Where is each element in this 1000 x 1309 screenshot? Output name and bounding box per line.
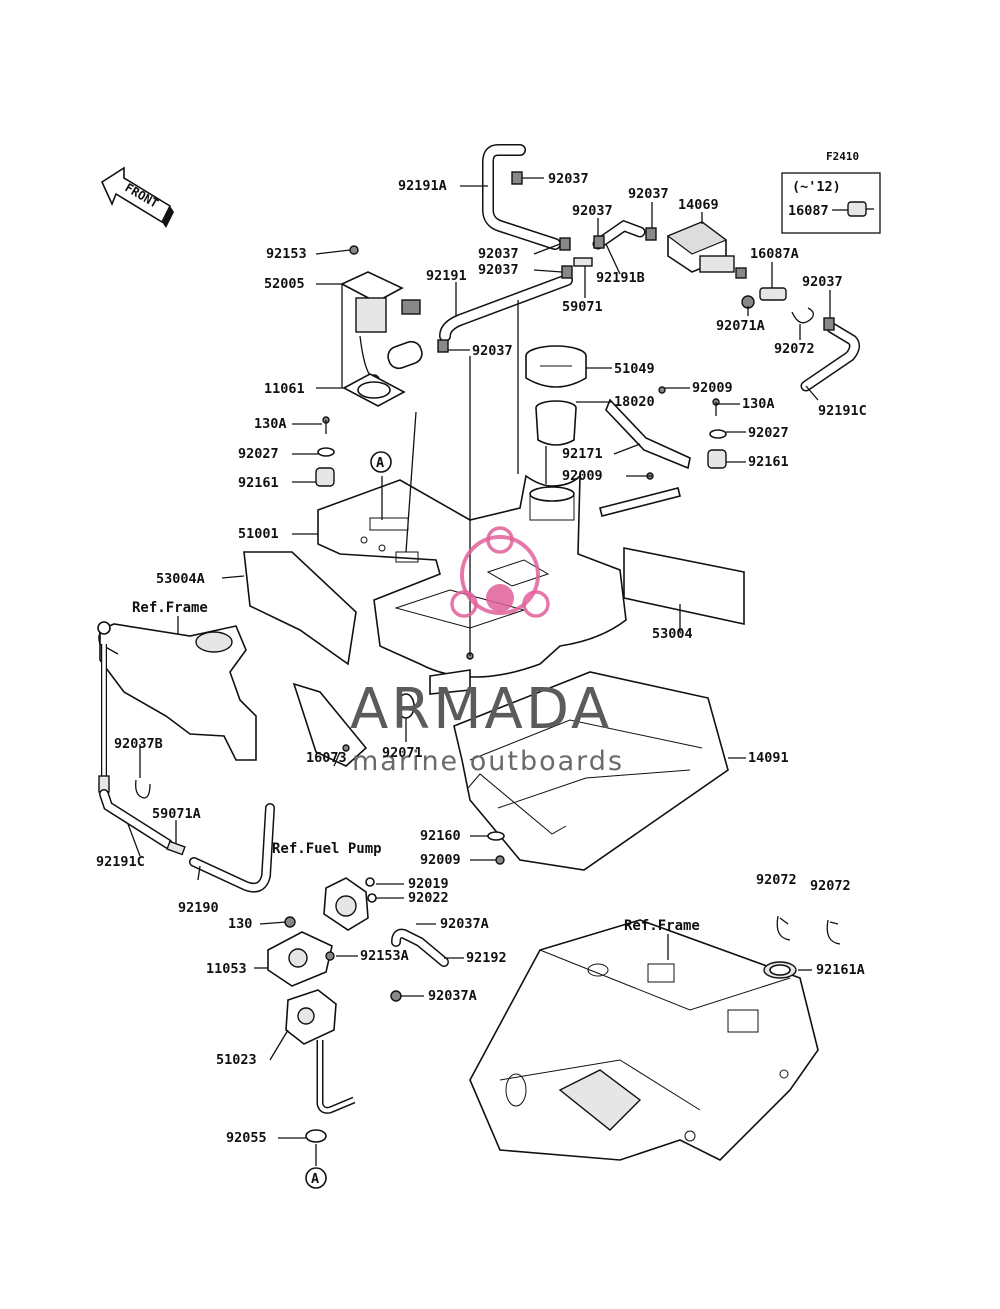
variant-part: 16087 [788,203,829,219]
figure-code: F2410 [826,150,859,163]
callout-92191C: 92191C [818,403,867,419]
callout-92027: 92027 [238,446,279,462]
callout-92037: 92037 [802,274,843,290]
callout-14091: 14091 [748,750,789,766]
callout-92009: 92009 [420,852,461,868]
watermark-tagline: marine outboards [352,746,624,777]
callout-92191: 92191 [426,268,467,284]
fuel-valve-assembly [267,877,449,1143]
callout-92161: 92161 [238,475,279,491]
left-hoses [98,644,275,893]
callout-92071: 92071 [382,745,423,761]
callout-92161A: 92161A [816,962,865,978]
callout-92072: 92072 [810,878,851,894]
callout-92022: 92022 [408,890,449,906]
watermark: ARMADA marine outboards [350,526,624,777]
callout-92037: 92037 [628,186,669,202]
callout-51049: 51049 [614,361,655,377]
svg-text:A: A [376,455,384,471]
callout-92037B: 92037B [114,736,163,752]
callout-14069: 14069 [678,197,719,213]
callout-92055: 92055 [226,1130,267,1146]
callout-51001: 51001 [238,526,279,542]
callout-92153A: 92153A [360,948,409,964]
callout-92037A: 92037A [428,988,477,1004]
connector-marker-top: A [370,451,392,473]
ref-frame-left: Ref.Frame [132,600,208,616]
callout-130: 130 [228,916,252,932]
callout-92171: 92171 [562,446,603,462]
callout-16073: 16073 [306,750,347,766]
callout-53004A: 53004A [156,571,205,587]
callout-92037: 92037 [572,203,613,219]
callout-92191B: 92191B [596,270,645,286]
callout-92072: 92072 [756,872,797,888]
callout-92161: 92161 [748,454,789,470]
callout-92190: 92190 [178,900,219,916]
callout-16087A: 16087A [750,246,799,262]
callout-92037: 92037 [548,171,589,187]
callout-92071A: 92071A [716,318,765,334]
callout-59071: 59071 [562,299,603,315]
callout-59071A: 59071A [152,806,201,822]
fuel-tank [317,474,627,719]
callout-130A: 130A [742,396,775,412]
filler-parts [315,345,727,517]
callout-92191C: 92191C [96,854,145,870]
callout-92027: 92027 [748,425,789,441]
callouts: 92191A 92037 92037 92037 14069 92153 920… [96,171,867,1146]
watermark-brand: ARMADA [350,677,612,742]
callout-92072: 92072 [774,341,815,357]
callout-92037A: 92037A [440,916,489,932]
callout-92037: 92037 [478,246,519,262]
callout-51023: 51023 [216,1052,257,1068]
callout-52005: 52005 [264,276,305,292]
fuel-pump-unit [340,245,423,407]
callout-92009: 92009 [692,380,733,396]
callout-92192: 92192 [466,950,507,966]
callout-92009: 92009 [562,468,603,484]
callout-92037: 92037 [478,262,519,278]
ref-fuel-pump: Ref.Fuel Pump [272,841,382,857]
callout-92037: 92037 [472,343,513,359]
callout-11053: 11053 [206,961,247,977]
connector-marker-bottom: A [305,1167,327,1189]
ref-frame-right: Ref.Frame [624,918,700,934]
callout-92019: 92019 [408,876,449,892]
callout-130A: 130A [254,416,287,432]
watermark-logo-icon [450,526,550,618]
variant-box: (~'12) 16087 [781,172,881,234]
svg-text:A: A [311,1171,319,1187]
leader-lines [127,177,839,1166]
callout-53004: 53004 [652,626,693,642]
callout-92160: 92160 [420,828,461,844]
panels [243,547,745,767]
front-arrow-icon: FRONT [100,166,174,228]
callout-92191A: 92191A [398,178,447,194]
left-frame [97,621,257,761]
callout-18020: 18020 [614,394,655,410]
callout-11061: 11061 [264,381,305,397]
callout-92153: 92153 [266,246,307,262]
variant-range: (~'12) [792,179,841,195]
right-frame [469,915,841,1161]
